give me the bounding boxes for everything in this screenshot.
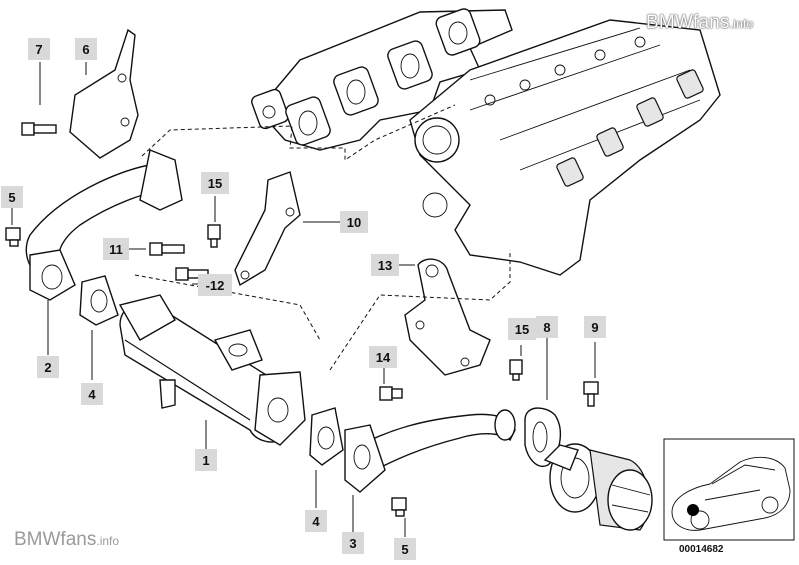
- bracket-10: [234, 171, 301, 287]
- callout-4-left: 4: [81, 383, 103, 405]
- svg-text:11: 11: [109, 242, 123, 257]
- svg-text:3: 3: [349, 536, 356, 551]
- callout-13: 13: [371, 254, 399, 276]
- svg-text:4: 4: [312, 514, 320, 529]
- vehicle-locator-inset: [663, 438, 795, 541]
- gasket-right: [309, 407, 344, 466]
- watermark-top-brand: BMWfans: [646, 12, 730, 33]
- watermark-top-suffix: .info: [729, 17, 754, 31]
- callout-1: 1: [195, 449, 217, 471]
- callout-2: 2: [37, 356, 59, 378]
- intake-manifold: [409, 19, 721, 276]
- callout-11: 11: [103, 238, 129, 260]
- nut-15-upper: [207, 224, 221, 248]
- svg-text:8: 8: [543, 320, 550, 335]
- svg-text:5: 5: [401, 542, 408, 557]
- egr-pipe-lower: [344, 409, 516, 493]
- egr-cooler: [118, 294, 306, 446]
- callout-5-lower: 5: [394, 538, 416, 560]
- bolt-9: [583, 381, 599, 407]
- bolt-7: [21, 122, 57, 136]
- svg-text:5: 5: [8, 190, 15, 205]
- svg-text:7: 7: [35, 42, 42, 57]
- callout-6: 6: [75, 38, 97, 60]
- bolt-14: [379, 386, 403, 401]
- callout-3: 3: [342, 532, 364, 554]
- bracket-13: [404, 258, 491, 376]
- diagram-reference-code: 00014682: [679, 544, 724, 555]
- bolt-5-lower: [391, 497, 407, 517]
- callout-8: 8: [536, 316, 558, 338]
- callout-5-upper: 5: [1, 186, 23, 208]
- svg-text:1: 1: [202, 453, 209, 468]
- egr-pipe-upper: [25, 149, 183, 301]
- svg-text:-12: -12: [206, 278, 225, 293]
- watermark-bottom-brand: BMWfans: [14, 529, 97, 550]
- svg-text:2: 2: [44, 360, 51, 375]
- heat-shield: [69, 28, 139, 159]
- callout-4-right: 4: [305, 510, 327, 532]
- callout-14: 14: [369, 346, 397, 368]
- callout-15-upper: 15: [201, 172, 229, 194]
- svg-text:6: 6: [82, 42, 89, 57]
- watermark-bottom-suffix: .info: [96, 534, 120, 548]
- bolt-11: [149, 242, 185, 256]
- callout-9: 9: [584, 316, 606, 338]
- svg-text:15: 15: [515, 322, 529, 337]
- callout-15-lower: 15: [508, 318, 536, 340]
- watermark-bottom-left: BMWfans.info: [14, 529, 119, 551]
- svg-text:14: 14: [376, 350, 391, 365]
- nut-15-lower: [509, 359, 523, 381]
- exhaust-manifold: [251, 8, 513, 151]
- svg-text:10: 10: [347, 215, 361, 230]
- watermark-top-right: BMWfans.info: [646, 12, 753, 34]
- egr-valve: [543, 443, 653, 531]
- callout-7: 7: [28, 38, 50, 60]
- callout-12: -12: [198, 274, 232, 296]
- svg-text:9: 9: [591, 320, 598, 335]
- location-marker: [687, 504, 699, 516]
- svg-text:4: 4: [88, 387, 96, 402]
- callout-10: 10: [340, 211, 368, 233]
- leader-lines: [11, 62, 596, 537]
- gasket-left: [79, 275, 119, 326]
- svg-text:13: 13: [378, 258, 392, 273]
- bolt-5-upper: [5, 227, 21, 247]
- svg-text:15: 15: [208, 176, 222, 191]
